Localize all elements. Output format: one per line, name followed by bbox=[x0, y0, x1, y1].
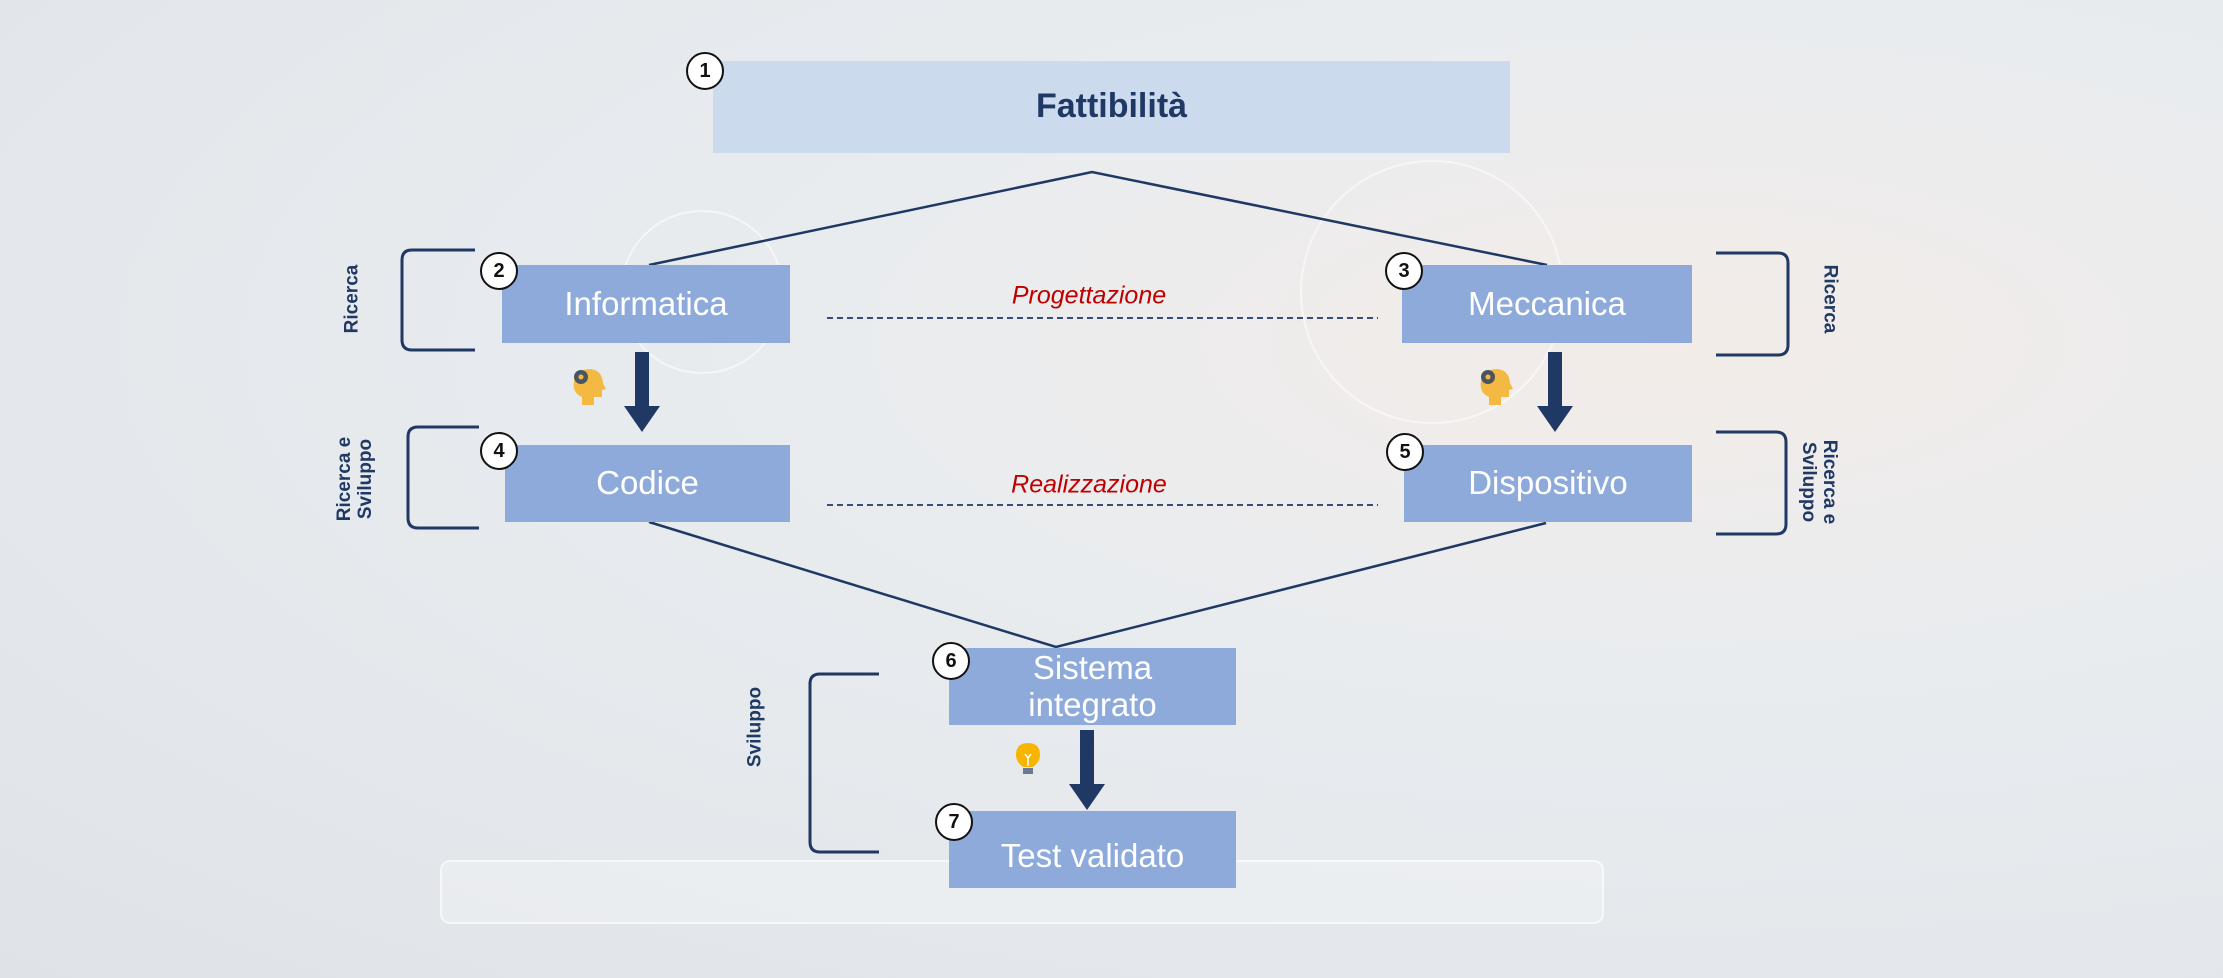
step-label: Meccanica bbox=[1468, 284, 1626, 322]
step-number-4: 4 bbox=[480, 432, 518, 470]
step-box-informatics: Informatica bbox=[502, 265, 790, 343]
step-number-5: 5 bbox=[1386, 433, 1424, 471]
step-box-mechanics: Meccanica bbox=[1402, 265, 1692, 343]
step-number-1: 1 bbox=[686, 52, 724, 90]
bracket-right-rnd bbox=[1716, 430, 1788, 536]
merge-line-bottom bbox=[648, 520, 1547, 649]
split-line-top bbox=[648, 170, 1548, 267]
step-label: Fattibilità bbox=[1035, 87, 1188, 126]
step-box-code: Codice bbox=[505, 445, 790, 522]
bracket-left-research bbox=[400, 248, 475, 352]
phase-label-build: Realizzazione bbox=[1011, 470, 1167, 499]
step-label: Codice bbox=[596, 464, 699, 502]
gear-head-icon bbox=[1480, 369, 1513, 405]
step-box-integrated-system: Sistema integrato bbox=[949, 648, 1236, 725]
side-label-right-rnd: Ricerca e Sviluppo bbox=[1798, 439, 1840, 525]
step-box-feasibility: Fattibilità bbox=[713, 61, 1510, 153]
gear-head-icon bbox=[573, 369, 606, 405]
step-number-2: 2 bbox=[480, 252, 518, 290]
side-label-right-research: Ricerca bbox=[1819, 264, 1841, 334]
phase-label-design: Progettazione bbox=[1011, 281, 1167, 310]
side-label-left-rnd: Ricerca e Sviluppo bbox=[334, 436, 376, 522]
step-number-6: 6 bbox=[932, 642, 970, 680]
arrow-down-bottom bbox=[1069, 730, 1105, 810]
lightbulb-icon bbox=[1016, 743, 1040, 774]
bracket-right-research bbox=[1716, 251, 1790, 357]
step-label: Sistema integrato bbox=[1028, 649, 1157, 723]
side-label-development: Sviluppo bbox=[744, 686, 766, 768]
step-number-7: 7 bbox=[935, 803, 973, 841]
arrow-down-left bbox=[624, 352, 660, 432]
step-label: Test validato bbox=[1000, 837, 1185, 875]
bracket-development bbox=[808, 672, 879, 854]
bracket-left-rnd bbox=[406, 425, 479, 530]
arrow-down-right bbox=[1537, 352, 1573, 432]
step-number-3: 3 bbox=[1385, 252, 1423, 290]
step-box-validated-test: Test validato bbox=[949, 811, 1236, 888]
step-label: Dispositivo bbox=[1468, 464, 1628, 502]
step-box-device: Dispositivo bbox=[1404, 445, 1692, 522]
side-label-left-research: Ricerca bbox=[341, 264, 363, 334]
step-label: Informatica bbox=[564, 284, 728, 322]
